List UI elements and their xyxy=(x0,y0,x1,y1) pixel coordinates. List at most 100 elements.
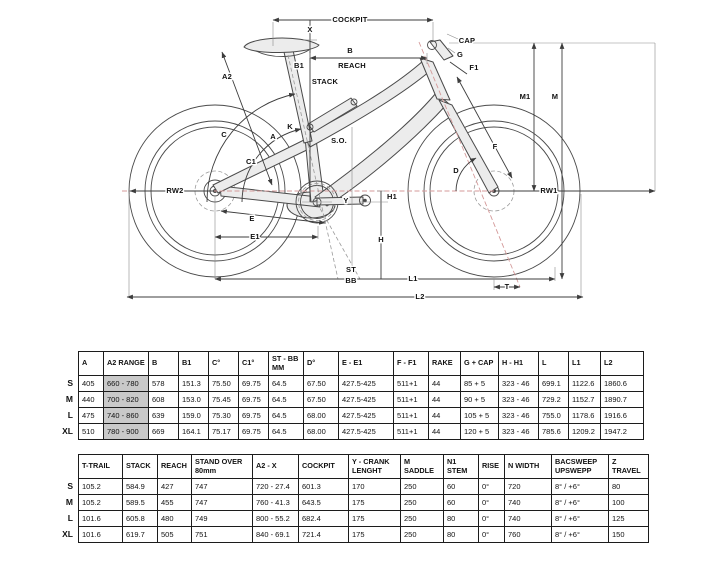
table-cell: 68.00 xyxy=(303,407,339,424)
table-cell: 427.5-425 xyxy=(338,407,394,424)
table-cell: 729.2 xyxy=(538,391,569,408)
table-cell: 682.4 xyxy=(298,510,349,527)
dim-label-so: S.O. xyxy=(331,136,347,145)
dim-label-cap: CAP xyxy=(459,36,475,45)
table-cell: 159.0 xyxy=(178,407,209,424)
table-cell: 755.0 xyxy=(538,407,569,424)
table-cell: 511+1 xyxy=(393,375,429,392)
column-header: G + CAP xyxy=(460,351,499,376)
table-cell: 427 xyxy=(157,478,192,495)
table-cell: 455 xyxy=(157,494,192,511)
dim-label-rw1: RW1 xyxy=(540,186,557,195)
table-cell: 90 + 5 xyxy=(460,391,499,408)
size-label: S xyxy=(67,481,73,491)
table-cell: 150 xyxy=(608,526,649,543)
column-header: RISE xyxy=(478,454,505,479)
table-cell: 67.50 xyxy=(303,391,339,408)
table-cell: 639 xyxy=(148,407,179,424)
dim-label-l2: L2 xyxy=(415,292,424,301)
table-cell: 1122.6 xyxy=(568,375,601,392)
table-cell: 427.5-425 xyxy=(338,423,394,440)
table-cell: 660 - 780 xyxy=(103,375,149,392)
table-cell: 8° / +6° xyxy=(551,478,609,495)
stem xyxy=(429,39,454,61)
dim-label-e: E xyxy=(249,214,254,223)
table-cell: 511+1 xyxy=(393,407,429,424)
table-cell: 85 + 5 xyxy=(460,375,499,392)
table-cell: 250 xyxy=(400,510,444,527)
table-cell: 64.5 xyxy=(268,391,304,408)
table-cell: 800 - 55.2 xyxy=(252,510,299,527)
column-header: ST - BB MM xyxy=(268,351,304,376)
table-cell: 740 xyxy=(504,510,552,527)
table-cell: 60 xyxy=(443,478,479,495)
table-cell: 153.0 xyxy=(178,391,209,408)
table-cell: 643.5 xyxy=(298,494,349,511)
table-cell: 75.30 xyxy=(208,407,239,424)
column-header: A xyxy=(78,351,104,376)
size-label: XL xyxy=(62,529,73,539)
table-cell: 8° / +6° xyxy=(551,510,609,527)
table-cell: 699.1 xyxy=(538,375,569,392)
pedal-axle xyxy=(359,194,371,207)
table-cell: 740 xyxy=(504,494,552,511)
size-label: L xyxy=(67,513,73,523)
dim-label-k: K xyxy=(287,122,293,131)
table-cell: 175 xyxy=(348,510,401,527)
size-label: L xyxy=(67,410,73,420)
table-cell: 405 xyxy=(78,375,104,392)
table-cell: 511+1 xyxy=(393,391,429,408)
table-cell: 1152.7 xyxy=(568,391,601,408)
table-cell: 170 xyxy=(348,478,401,495)
table-cell: 584.9 xyxy=(122,478,158,495)
column-header: D° xyxy=(303,351,339,376)
bike-geometry-diagram: COCKPIT X CAP G F1 B REACH B1 STACK A2 C… xyxy=(122,13,656,302)
size-label: XL xyxy=(62,426,73,436)
table-cell: 175 xyxy=(348,526,401,543)
dim-label-h1: H1 xyxy=(387,192,397,201)
table-cell: 740 - 860 xyxy=(103,407,149,424)
dim-label-m1: M1 xyxy=(520,92,531,101)
dim-label-a: A xyxy=(270,132,276,141)
column-header: L2 xyxy=(600,351,644,376)
column-header: STACK xyxy=(122,454,158,479)
table-cell: 44 xyxy=(428,375,461,392)
table-cell: 175 xyxy=(348,494,401,511)
dim-label-h: H xyxy=(378,235,384,244)
column-header: BACSWEEP UPSWEPP xyxy=(551,454,609,479)
table-cell: 785.6 xyxy=(538,423,569,440)
table-cell: 608 xyxy=(148,391,179,408)
dimension-lines xyxy=(126,17,656,300)
table-cell: 619.7 xyxy=(122,526,158,543)
table-cell: 8° / +6° xyxy=(551,526,609,543)
table-cell: 510 xyxy=(78,423,104,440)
table-cell: 44 xyxy=(428,391,461,408)
table-cell: 700 - 820 xyxy=(103,391,149,408)
dim-label-c1: C1 xyxy=(246,157,256,166)
table-cell: 101.6 xyxy=(78,510,123,527)
table-cell: 80 xyxy=(608,478,649,495)
table-cell: 605.8 xyxy=(122,510,158,527)
table-cell: 578 xyxy=(148,375,179,392)
dim-label-c: C xyxy=(221,130,227,139)
dim-label-b1: B1 xyxy=(294,61,304,70)
dim-label-e1: E1 xyxy=(250,232,260,241)
table-cell: 749 xyxy=(191,510,253,527)
dim-label-g: G xyxy=(457,50,463,59)
dim-label-m: M xyxy=(552,92,558,101)
column-header: STAND OVER 80mm xyxy=(191,454,253,479)
column-header: T-TRAIL xyxy=(78,454,123,479)
table-cell: 601.3 xyxy=(298,478,349,495)
table-cell: 8° / +6° xyxy=(551,494,609,511)
column-header: Z TRAVEL xyxy=(608,454,649,479)
column-header: C1° xyxy=(238,351,269,376)
dim-label-cockpit: COCKPIT xyxy=(332,15,367,24)
table-cell: 323 - 46 xyxy=(498,407,539,424)
size-label: M xyxy=(65,497,73,507)
table-cell: 125 xyxy=(608,510,649,527)
